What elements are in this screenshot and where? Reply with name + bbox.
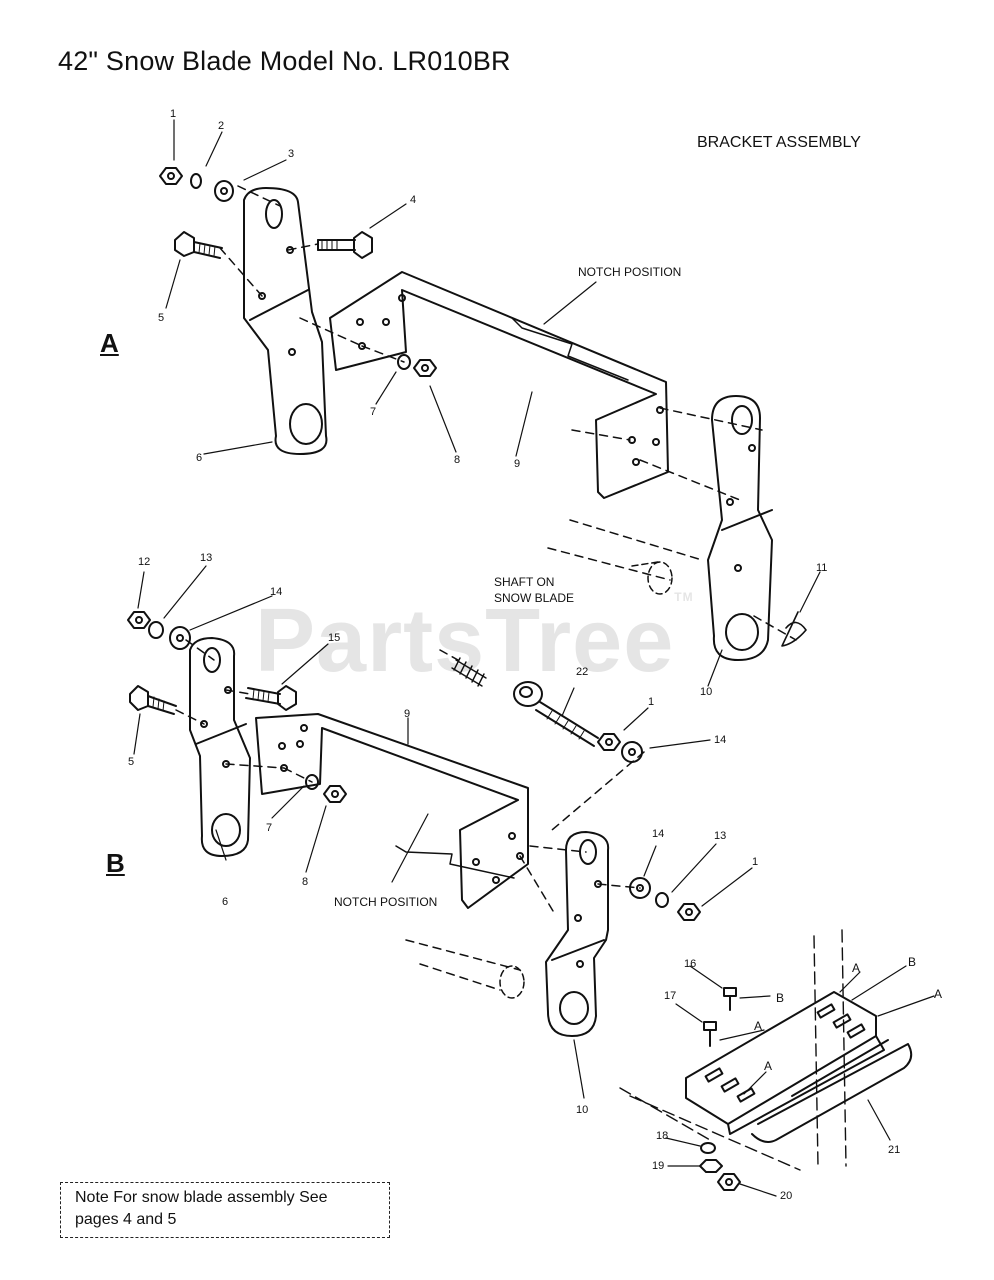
part-number-20: 20	[780, 1190, 793, 1202]
hole-letter-a1: A	[754, 1019, 763, 1033]
bolt-15b	[245, 685, 297, 711]
bolt-4a	[317, 231, 373, 259]
page-title: 42" Snow Blade Model No. LR010BR	[58, 46, 511, 76]
part-number-9b: 9	[404, 708, 411, 720]
slot-letter-a2: A	[934, 987, 943, 1001]
hitch-bracket-6a	[243, 187, 328, 455]
lock-washer-13d	[655, 892, 669, 908]
channel-bracket-9b	[255, 713, 529, 909]
hitch-bracket-10a	[707, 395, 773, 661]
part-number-21: 21	[888, 1144, 901, 1156]
part-number-15: 15	[328, 632, 341, 644]
part-number-10: 10	[700, 686, 713, 698]
bolt-17	[703, 1021, 717, 1047]
part-number-13: 13	[200, 552, 213, 564]
part-number-7: 7	[370, 406, 377, 418]
part-number-2: 2	[218, 120, 225, 132]
part-number-22: 22	[576, 666, 589, 678]
part-number-3: 3	[288, 148, 295, 160]
shaft-label-line2: SNOW BLADE	[494, 591, 575, 605]
mount-plate-21	[685, 991, 913, 1143]
hole-letter-a2: A	[764, 1059, 773, 1073]
hitch-bracket-6b	[189, 637, 251, 857]
hairpin-clip-11	[781, 611, 807, 647]
hex-nut-1b	[597, 733, 621, 751]
part-number-18: 18	[656, 1130, 669, 1142]
section-a-label: A	[100, 328, 119, 358]
part-number-17: 17	[664, 990, 677, 1002]
note-line-2: pages 4 and 5	[75, 1211, 177, 1228]
note-line-1: Note For snow blade assembly See	[75, 1189, 328, 1206]
slot-letter-b1: B	[908, 955, 917, 969]
slot-letter-a1: A	[852, 961, 861, 975]
assembly-note: Note For snow blade assembly See pages 4…	[60, 1182, 390, 1238]
hole-letter-b: B	[776, 991, 785, 1005]
shaft-b	[499, 965, 525, 999]
bolt-5b	[129, 685, 177, 715]
part-number-1: 1	[170, 108, 177, 120]
part-number-13c: 13	[714, 830, 727, 842]
hitch-bracket-10b	[545, 831, 610, 1037]
hex-nut-1d	[677, 903, 701, 921]
watermark: PartsTreeTM	[255, 590, 694, 691]
hex-nut-1a	[159, 167, 183, 185]
part-number-5b: 5	[128, 756, 135, 768]
part-number-8b: 8	[302, 876, 309, 888]
part-number-6b: 6	[222, 896, 229, 908]
bolt-16	[723, 987, 737, 1011]
notch-position-label-b: NOTCH POSITION	[334, 895, 438, 909]
hex-nut-12b	[127, 611, 151, 629]
part-number-6: 6	[196, 452, 203, 464]
diagram-subtitle: BRACKET ASSEMBLY	[697, 134, 861, 151]
notch-position-label-a: NOTCH POSITION	[578, 265, 682, 279]
shaft-label-line1: SHAFT ON	[494, 575, 555, 589]
flat-washer-14d	[629, 877, 651, 899]
eyebolt-22	[513, 681, 599, 747]
spring	[451, 657, 487, 687]
part-number-9: 9	[514, 458, 521, 470]
part-number-16: 16	[684, 958, 697, 970]
section-b-label: B	[106, 848, 125, 878]
hex-nut-8b	[323, 785, 347, 803]
lock-washer-7a	[397, 354, 411, 370]
shaft-on-snow-blade	[631, 561, 673, 595]
part-number-4: 4	[410, 194, 417, 206]
part-number-7b: 7	[266, 822, 273, 834]
channel-bracket-9a	[329, 271, 669, 499]
bolt-5a	[174, 231, 223, 259]
washer-18	[700, 1142, 716, 1154]
hex-nut-20	[717, 1173, 741, 1191]
part-number-14b: 14	[714, 734, 727, 746]
lock-washer-13b	[148, 621, 164, 639]
part-number-19: 19	[652, 1160, 665, 1172]
lock-washer-2a	[190, 173, 202, 189]
part-number-12: 12	[138, 556, 151, 568]
lock-nut-19	[699, 1159, 723, 1173]
part-number-5: 5	[158, 312, 165, 324]
flat-washer-14b	[169, 626, 191, 650]
part-number-1b: 1	[648, 696, 655, 708]
hex-nut-8a	[413, 359, 437, 377]
part-number-14: 14	[270, 586, 283, 598]
lock-washer-7b	[305, 774, 319, 790]
part-number-8: 8	[454, 454, 461, 466]
part-number-1c: 1	[752, 856, 759, 868]
part-number-11: 11	[816, 562, 828, 574]
part-number-14c: 14	[652, 828, 665, 840]
flat-washer-14c	[621, 741, 643, 763]
part-number-10b: 10	[576, 1104, 589, 1116]
flat-washer-3a	[214, 180, 234, 202]
